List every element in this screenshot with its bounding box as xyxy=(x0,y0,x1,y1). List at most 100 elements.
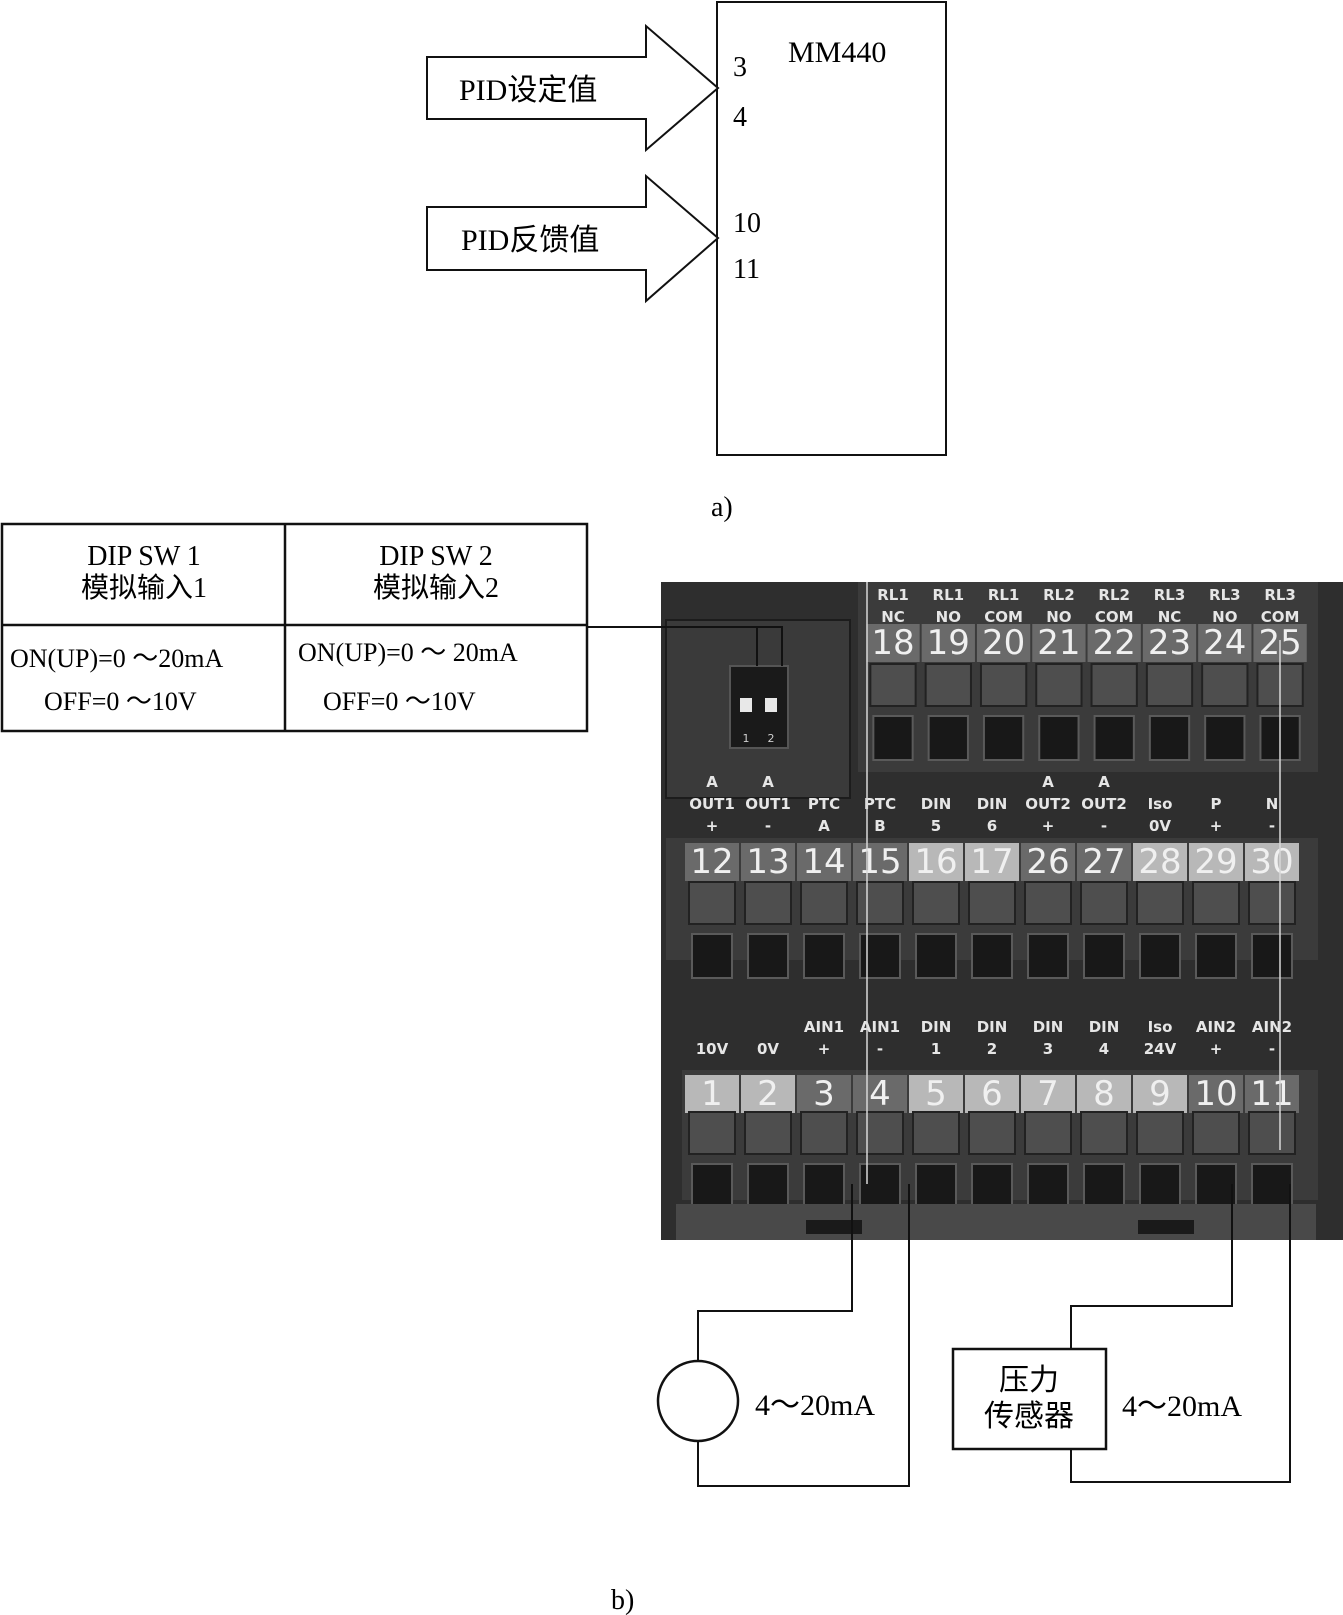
terminal-label: NC xyxy=(1158,608,1182,626)
terminal-wire-entry[interactable] xyxy=(1083,933,1125,979)
terminal-screw[interactable] xyxy=(744,1111,792,1155)
dip-sw1-subtitle: 模拟输入1 xyxy=(81,572,207,604)
terminal-screw[interactable] xyxy=(1145,663,1194,707)
terminal-wire-entry[interactable] xyxy=(1251,1163,1293,1209)
terminal-screw[interactable] xyxy=(912,1111,960,1155)
terminal-number-strip xyxy=(965,1075,1019,1113)
terminal-screw[interactable] xyxy=(1024,881,1072,925)
terminal-number: 8 xyxy=(1093,1074,1115,1114)
terminal-wire-entry[interactable] xyxy=(803,1163,845,1209)
feedback-arrow xyxy=(426,173,720,304)
terminal-10: AIN2+10 xyxy=(1189,1018,1243,1209)
terminal-wire-entry[interactable] xyxy=(747,933,789,979)
terminal-screw[interactable] xyxy=(1035,663,1083,707)
terminal-label: DIN xyxy=(977,1018,1008,1036)
dip-switch-number-2: 2 xyxy=(768,732,775,745)
terminal-wire-entry[interactable] xyxy=(859,933,901,979)
terminal-number-strip xyxy=(1032,624,1086,662)
terminal-label: A xyxy=(1098,773,1110,791)
dip-switch[interactable] xyxy=(729,665,789,749)
terminal-label: PTC xyxy=(864,795,896,813)
terminal-wire-entry[interactable] xyxy=(971,933,1013,979)
terminal-screw[interactable] xyxy=(1090,663,1138,707)
terminal-number: 18 xyxy=(871,623,914,663)
terminal-label: 2 xyxy=(987,1040,997,1058)
terminal-screw[interactable] xyxy=(1248,881,1296,925)
terminal-wire-entry[interactable] xyxy=(1195,1163,1237,1209)
terminal-wire-entry[interactable] xyxy=(1204,715,1246,761)
terminal-screw[interactable] xyxy=(1192,1111,1240,1155)
terminal-wire-entry[interactable] xyxy=(1093,715,1135,761)
terminal-wire-entry[interactable] xyxy=(915,933,957,979)
terminal-label: DIN xyxy=(921,795,952,813)
terminal-wire-entry[interactable] xyxy=(1027,1163,1069,1209)
terminal-wire-entry[interactable] xyxy=(971,1163,1013,1209)
dip-switch-lever-2[interactable] xyxy=(765,698,777,712)
dip-leader-line-2 xyxy=(587,626,783,666)
terminal-screw[interactable] xyxy=(1024,1111,1072,1155)
terminal-screw[interactable] xyxy=(856,1111,904,1155)
terminal-label: AIN1 xyxy=(860,1018,900,1036)
terminal-wire-entry[interactable] xyxy=(747,1163,789,1209)
terminal-label: OUT2 xyxy=(1025,795,1071,813)
terminal-screw[interactable] xyxy=(688,881,736,925)
setpoint-arrow xyxy=(426,23,720,153)
terminal-wire-entry[interactable] xyxy=(872,715,914,761)
terminal-wire-entry[interactable] xyxy=(1139,933,1181,979)
terminal-number: 24 xyxy=(1203,623,1246,663)
pressure-sensor-box xyxy=(951,1347,1108,1451)
terminal-screw[interactable] xyxy=(979,663,1028,707)
terminal-screw[interactable] xyxy=(800,881,848,925)
terminal-label: B xyxy=(874,817,885,835)
terminal-screw[interactable] xyxy=(800,1111,848,1155)
terminal-wire-entry[interactable] xyxy=(1083,1163,1125,1209)
terminal-screw[interactable] xyxy=(856,881,904,925)
dip-sw2-off-setting: OFF=0 ～10V xyxy=(323,687,476,716)
wire-ain1-plus xyxy=(697,1184,853,1361)
terminal-screw[interactable] xyxy=(1080,1111,1128,1155)
dip-switch-lever-1[interactable] xyxy=(740,698,752,712)
terminal-wire-entry[interactable] xyxy=(1038,715,1080,761)
terminal-wire-entry[interactable] xyxy=(1148,715,1191,761)
terminal-wire-entry[interactable] xyxy=(1139,1163,1181,1209)
terminal-number: 7 xyxy=(1037,1074,1059,1114)
terminal-label: - xyxy=(1269,817,1275,835)
terminal-screw[interactable] xyxy=(1192,881,1240,925)
terminal-wire-entry[interactable] xyxy=(691,933,733,979)
terminal-screw[interactable] xyxy=(1136,881,1184,925)
terminal-wire-entry[interactable] xyxy=(859,1163,901,1209)
terminal-label: 5 xyxy=(931,817,941,835)
terminal-wire-entry[interactable] xyxy=(927,715,969,761)
terminal-screw[interactable] xyxy=(924,663,972,707)
terminal-screw[interactable] xyxy=(968,1111,1016,1155)
terminal-screw[interactable] xyxy=(688,1111,736,1155)
terminal-screw[interactable] xyxy=(744,881,792,925)
terminal-label: - xyxy=(765,817,771,835)
terminal-screw[interactable] xyxy=(1248,1111,1296,1155)
terminal-label: A xyxy=(762,773,774,791)
caption-a: a) xyxy=(711,492,733,523)
terminal-wire-entry[interactable] xyxy=(691,1163,733,1209)
terminal-label: Iso xyxy=(1148,795,1173,813)
terminal-screw[interactable] xyxy=(968,881,1016,925)
terminal-wire-entry[interactable] xyxy=(1251,933,1293,979)
terminal-wire-entry[interactable] xyxy=(1195,933,1237,979)
dip-sw2-subtitle: 模拟输入2 xyxy=(373,572,499,604)
terminal-screw[interactable] xyxy=(912,881,960,925)
terminal-wire-entry[interactable] xyxy=(915,1163,957,1209)
terminal-screw[interactable] xyxy=(1080,881,1128,925)
diagram-a: MM440 PID设定值 PID反馈值 3 4 10 11 a) xyxy=(426,1,947,523)
terminal-screw[interactable] xyxy=(869,663,917,707)
terminal-wire-entry[interactable] xyxy=(803,933,845,979)
terminal-wire-entry[interactable] xyxy=(982,715,1025,761)
terminal-wire-entry[interactable] xyxy=(1027,933,1069,979)
terminal-screw[interactable] xyxy=(1136,1111,1184,1155)
terminal-label: 24V xyxy=(1144,1040,1177,1058)
terminal-screw[interactable] xyxy=(1201,663,1249,707)
terminal-label: RL3 xyxy=(1264,586,1296,604)
